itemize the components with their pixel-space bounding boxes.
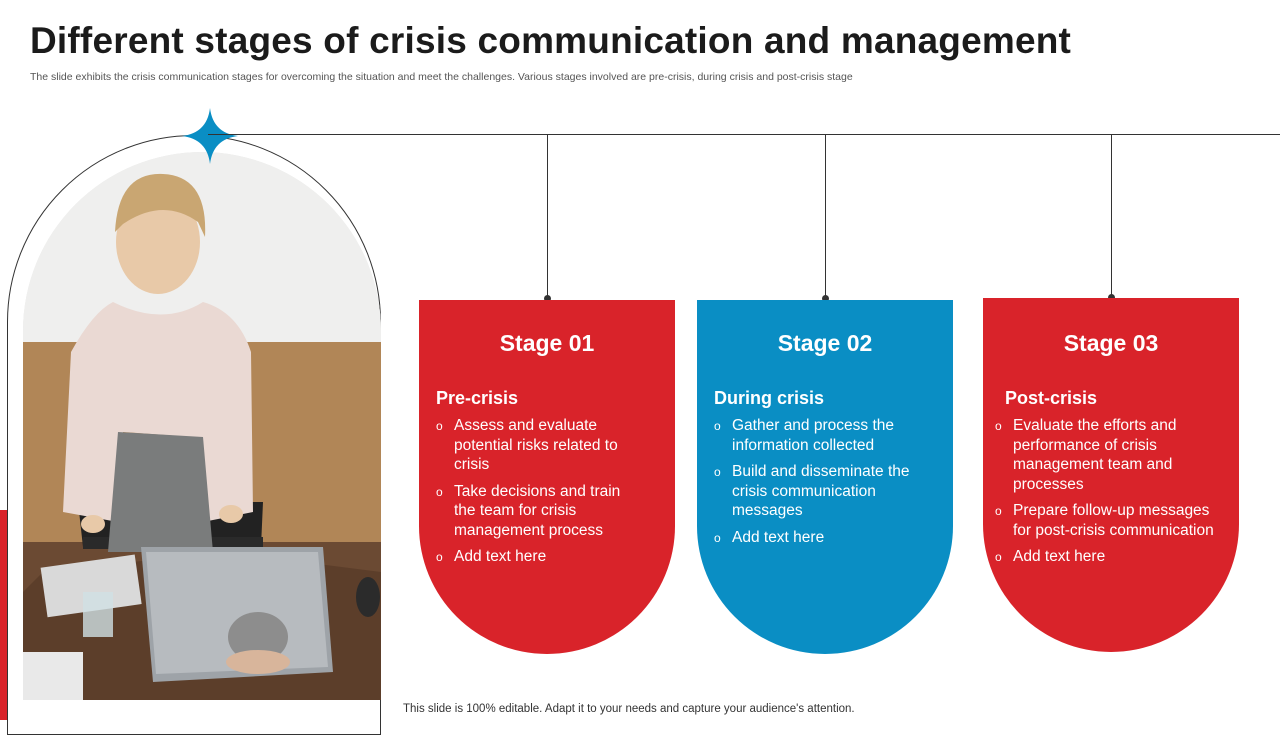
stage-title: Stage 02: [777, 330, 873, 356]
footer-note: This slide is 100% editable. Adapt it to…: [403, 703, 855, 715]
stage-heading: During crisis: [714, 388, 825, 408]
slide-title: Different stages of crisis communication…: [30, 20, 1072, 61]
bullet-icon: o: [714, 530, 721, 545]
bullet-icon: o: [436, 419, 443, 433]
bullet-icon: o: [995, 550, 1002, 564]
stage-title: Stage 01: [499, 330, 595, 356]
timeline-line: [208, 134, 1280, 135]
connector-dot-1: [544, 295, 551, 302]
bullet-icon: o: [436, 484, 443, 499]
connector-dot-2: [822, 295, 829, 302]
sparkle-icon: [182, 108, 238, 164]
bullet-icon: o: [436, 550, 443, 564]
connector-dot-3: [1108, 294, 1115, 301]
connector-3: [1111, 134, 1112, 297]
stage-heading: Pre-crisis: [436, 388, 519, 408]
slide-subtitle: The slide exhibits the crisis communicat…: [30, 71, 853, 83]
woman-at-desk-photo: [23, 152, 381, 700]
bullet-icon: o: [995, 504, 1002, 518]
bullet-icon: o: [714, 465, 721, 479]
stage-title: Stage 03: [1063, 330, 1159, 356]
stage-heading: Post-crisis: [1005, 388, 1098, 408]
bullet-icon: o: [995, 419, 1002, 433]
connector-1: [547, 134, 548, 298]
connector-2: [825, 134, 826, 298]
bullet-icon: o: [714, 419, 721, 433]
